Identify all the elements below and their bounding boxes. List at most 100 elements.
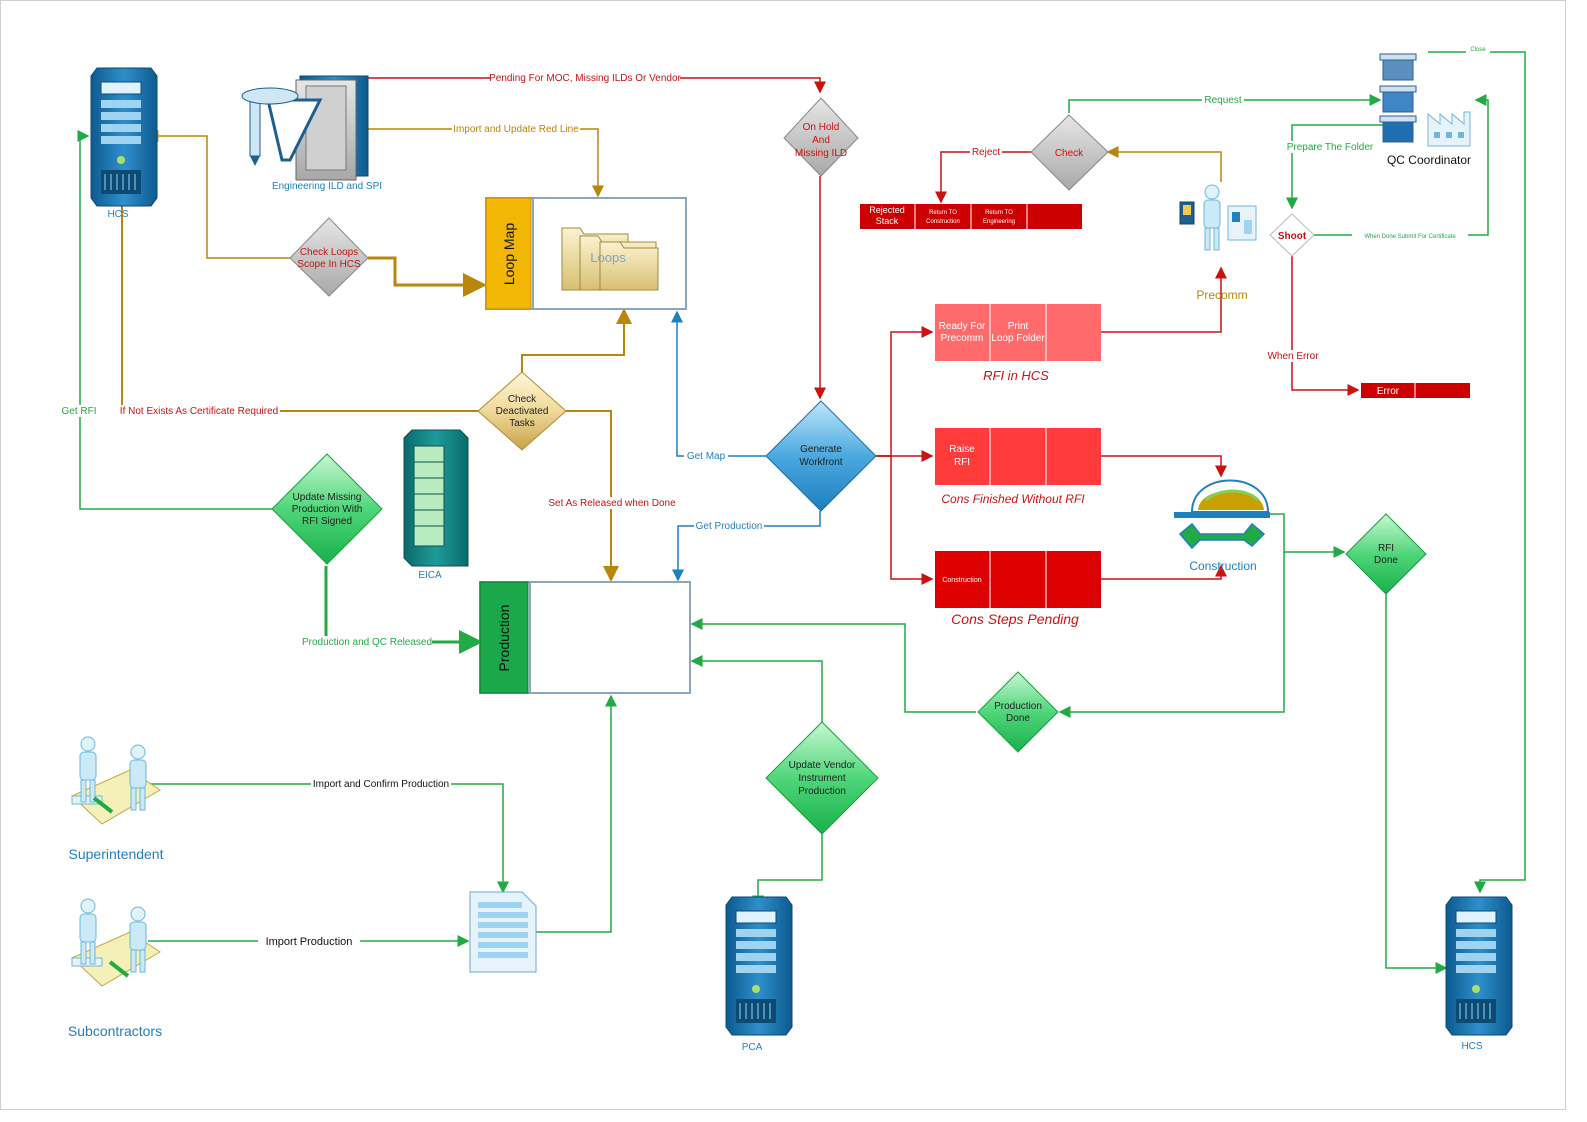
diamond-line: Update Missing — [293, 492, 362, 503]
edge-get-rfi — [77, 130, 272, 510]
folder-icon — [561, 227, 659, 291]
edge-label-request: Request — [1204, 95, 1241, 106]
rfi-in-hcs-stack: Ready For Precomm Print Loop Folder RFI … — [935, 304, 1101, 383]
role-label-subcontractors: Subcontractors — [68, 1023, 162, 1039]
error-stack: Error — [1361, 383, 1470, 398]
stack-cell-line: Return TO — [985, 210, 1013, 216]
diamond-update-vendor: Update Vendor Instrument Production — [765, 721, 879, 835]
edge-label-import-red-line: Import and Update Red Line — [453, 124, 579, 135]
diamond-line: Done — [1374, 555, 1398, 566]
qc-coordinator-icon: QC Coordinator — [1379, 53, 1471, 167]
edge-reject — [935, 151, 1031, 204]
edge-get-map — [671, 310, 768, 457]
edge-label-when-error: When Error — [1267, 351, 1319, 362]
role-label-construction: Construction — [1189, 559, 1256, 573]
edge-label-close: Close — [1470, 47, 1486, 53]
edge-vendor-pca — [752, 834, 823, 908]
diamond-line: Workfront — [799, 457, 842, 468]
diamond-line: Shoot — [1278, 231, 1307, 242]
edge-prod-qc — [324, 566, 483, 654]
role-label-superintendent: Superintendent — [69, 846, 164, 862]
edge-if-not-exists — [114, 184, 478, 412]
edge-prepare-folder — [1286, 124, 1385, 210]
stack-cell-line: Construction — [926, 219, 960, 225]
engineering-icon: Engineering ILD and SPI — [241, 75, 382, 192]
edge-checkloops-loopmap — [368, 256, 487, 297]
server-label: HCS — [107, 209, 128, 220]
diamond-line: On Hold — [803, 122, 840, 133]
edge-construction-proddone — [1058, 552, 1285, 718]
edge-deactivated-loopmap — [521, 308, 632, 372]
edge-request — [1068, 94, 1382, 113]
stack-cell-line: Ready For — [939, 321, 986, 332]
edge-close — [1428, 51, 1526, 894]
edge-label-reject: Reject — [972, 147, 1001, 158]
edge-label-get-production: Get Production — [696, 521, 763, 532]
stack-caption: Cons Steps Pending — [951, 611, 1079, 627]
edge-label-import-confirm: Import and Confirm Production — [313, 779, 449, 790]
edge-finished-construction — [1101, 455, 1227, 478]
server-label: HCS — [1461, 1041, 1482, 1052]
diamond-line: Tasks — [509, 418, 535, 429]
diamond-line: Check Loops — [300, 247, 358, 258]
diamond-line: Instrument — [798, 773, 845, 784]
diamond-line: RFI Signed — [302, 516, 352, 527]
folder-label: Loops — [590, 250, 626, 265]
stack-cell-line: Loop Folder — [991, 333, 1045, 344]
loop-map-title: Loop Map — [501, 223, 517, 285]
server-label: PCA — [742, 1042, 763, 1053]
edge-when-error — [1291, 256, 1360, 396]
page-border — [0, 0, 1566, 1110]
diamond-line: Production — [994, 701, 1042, 712]
diamond-line: Production With — [292, 504, 363, 515]
cons-pending-stack: Construction Cons Steps Pending — [935, 551, 1101, 627]
stack-cell-line: Engineering — [983, 219, 1015, 225]
diamond-line: Check — [1055, 148, 1084, 159]
edge-doc-production — [536, 694, 617, 933]
stack-cell-line: Rejected — [869, 205, 905, 215]
diamond-update-missing: Update Missing Production With RFI Signe… — [271, 453, 383, 565]
diamond-generate-workfront: Generate Workfront — [765, 400, 877, 512]
stack-cell-line: Stack — [876, 216, 899, 226]
diamond-on-hold: On Hold And Missing ILD — [783, 97, 859, 177]
diamond-line: RFI — [1378, 543, 1394, 554]
diamond-check-deactivated: Check Deactivated Tasks — [477, 371, 567, 451]
edge-checkloops-hcs — [146, 130, 290, 259]
diamond-check: Check — [1030, 114, 1109, 191]
diamond-shoot: Shoot — [1269, 213, 1315, 257]
production-box: Production — [479, 581, 691, 694]
edge-label-set-released: Set As Released when Done — [548, 498, 676, 509]
stack-cell-line: Precomm — [941, 333, 984, 344]
stack-caption: Cons Finished Without RFI — [941, 492, 1085, 506]
production-title: Production — [496, 605, 512, 672]
edge-pending-construction — [1101, 564, 1227, 580]
diamond-line: Update Vendor — [789, 760, 856, 771]
server-hcs-bottom: HCS — [1445, 896, 1513, 1052]
edge-set-released — [566, 410, 619, 582]
edge-import-confirm — [148, 783, 509, 894]
superintendent-icon: Superintendent — [69, 736, 164, 862]
diamond-line: Scope In HCS — [297, 259, 361, 270]
edge-gen-cons-pending — [876, 455, 934, 585]
stack-cell-line: RFI — [954, 457, 970, 468]
engineering-label: Engineering ILD and SPI — [272, 181, 382, 192]
edge-label-prod-qc: Production and QC Released — [302, 637, 432, 648]
edge-construction-rfidone — [1270, 513, 1346, 558]
subcontractors-icon: Subcontractors — [68, 898, 162, 1039]
role-label-qc: QC Coordinator — [1387, 153, 1471, 167]
edge-import-red-line — [368, 128, 604, 198]
edge-label-prepare-folder: Prepare The Folder — [1287, 142, 1374, 153]
cons-finished-stack: Raise RFI Cons Finished Without RFI — [935, 428, 1101, 506]
edge-precomm-check — [1106, 146, 1222, 182]
role-label-precomm: Precomm — [1196, 288, 1247, 302]
diamond-production-done: Production Done — [977, 671, 1059, 753]
server-hcs-top: HCS — [90, 67, 158, 220]
diamond-line: Done — [1006, 713, 1030, 724]
rejected-stack: Rejected Stack Return TO Construction Re… — [860, 204, 1082, 229]
server-eica: EICA — [403, 429, 469, 581]
error-label: Error — [1377, 386, 1400, 397]
loop-map-box: Loop Map Loops — [485, 197, 687, 310]
edge-label-if-not-exists: If Not Exists As Certificate Required — [120, 406, 278, 417]
precomm-icon: Precomm — [1179, 184, 1257, 302]
